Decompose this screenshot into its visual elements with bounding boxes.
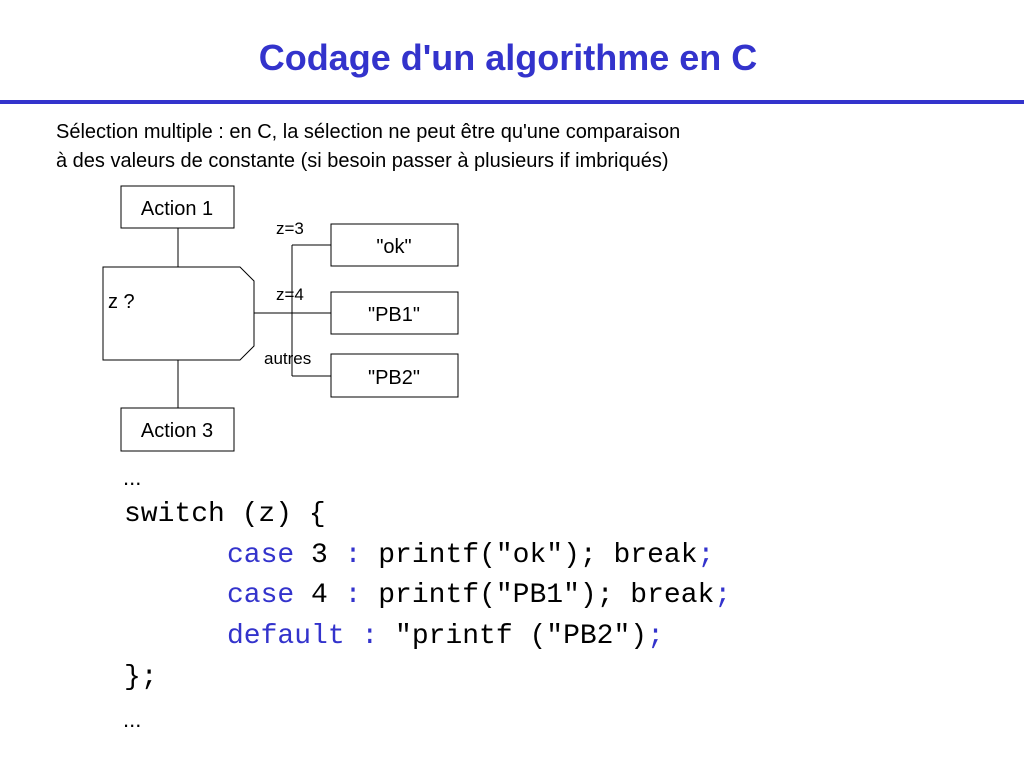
code-case4-keyword: case bbox=[227, 580, 295, 611]
code-line-close: }; bbox=[124, 662, 158, 693]
code-case4-colon: : bbox=[344, 580, 362, 611]
intro-text: Sélection multiple : en C, la sélection … bbox=[56, 118, 680, 176]
code-line-case3: case 3 : printf("ok"); break; bbox=[227, 536, 714, 576]
code-case3-keyword: case bbox=[227, 540, 295, 571]
intro-line-1: Sélection multiple : en C, la sélection … bbox=[56, 121, 681, 143]
code-default-body: "printf ("PB2") bbox=[378, 621, 648, 652]
code-line-switch: switch (z) { bbox=[124, 499, 326, 530]
code-ellipsis-bottom: ... bbox=[123, 707, 142, 732]
code-ellipsis-top: ... bbox=[123, 465, 142, 490]
code-case4-body: printf("PB1"); break bbox=[361, 580, 715, 611]
code-case3-value: 3 bbox=[294, 540, 345, 571]
code-line-case4: case 4 : printf("PB1"); break; bbox=[227, 576, 731, 616]
code-case4-semicolon: ; bbox=[714, 580, 732, 611]
code-case4-value: 4 bbox=[294, 580, 345, 611]
code-case3-body: printf("ok"); break bbox=[361, 540, 698, 571]
code-case3-colon: : bbox=[344, 540, 362, 571]
page-title: Codage d'un algorithme en C bbox=[258, 37, 758, 78]
code-default-keyword: default : bbox=[227, 621, 379, 652]
code-line-default: default : "printf ("PB2"); bbox=[227, 617, 664, 657]
code-case3-semicolon: ; bbox=[697, 540, 715, 571]
code-default-semicolon: ; bbox=[647, 621, 664, 652]
intro-line-2: à des valeurs de constante (si besoin pa… bbox=[56, 150, 669, 172]
title-underline bbox=[0, 100, 1024, 104]
